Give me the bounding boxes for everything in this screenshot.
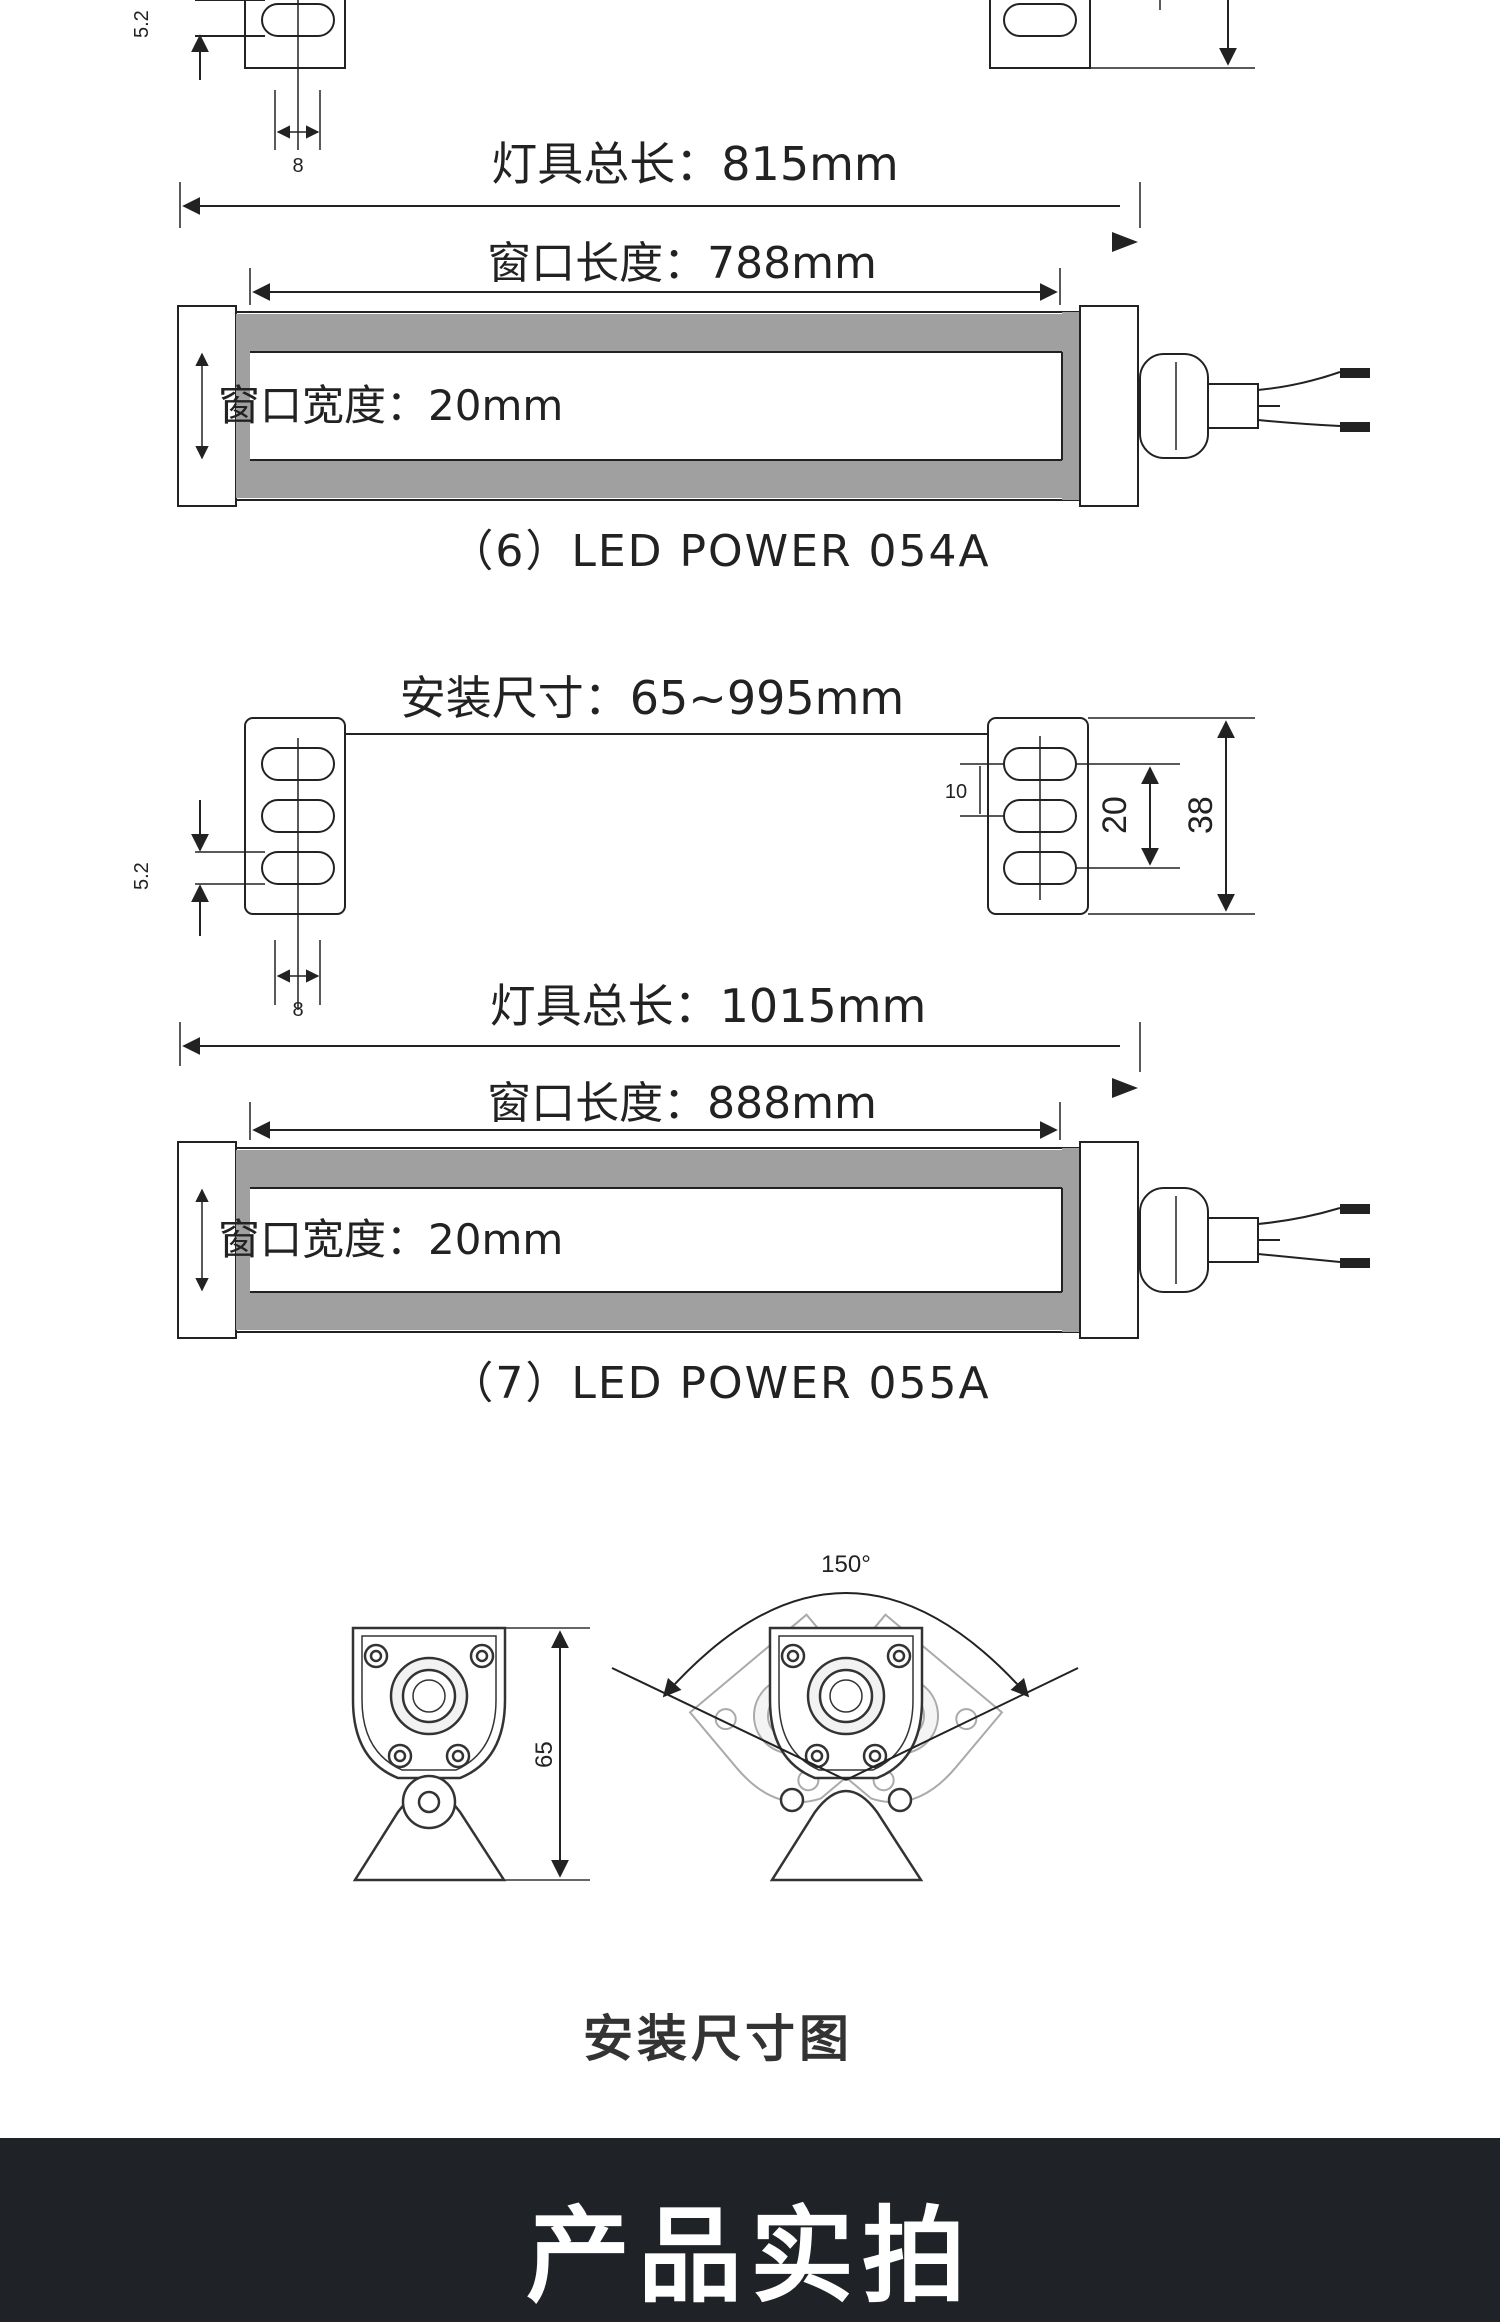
window-band-top [236,314,1062,352]
tube-end-right [1079,305,1139,507]
total-length-label: 灯具总长：1015mm [490,979,927,1033]
window-width-label: 窗口宽度：20mm [218,1215,563,1264]
slot-width-label: 8 [292,155,303,177]
install-size-label: 安装尺寸：65~995mm [400,671,905,725]
cable-gland [1139,1187,1209,1293]
window-length-label: 窗口长度：888mm [487,1078,877,1129]
model-label: （7）LED POWER 055A [449,1358,990,1409]
window-band-bottom [236,460,1062,498]
window-band-top [236,1150,1062,1188]
angle-label: 150° [821,1551,871,1578]
dim-10-label: 10 [945,781,967,803]
model-label: （6）LED POWER 054A [449,526,990,577]
mount-end-view [351,1626,590,1882]
cable-gland [1139,353,1209,459]
dim-20-label: 20 [1096,796,1134,834]
mount-rotation-view [611,1592,1079,1882]
footer-banner: 产品实拍 [0,2138,1500,2322]
height-label: 65 [531,1741,558,1768]
angle-arc [662,1592,1030,1698]
dim-38-label: 38 [1182,796,1220,834]
dim-5-2-label: 5.2 [131,862,153,890]
mount-base [769,1789,924,1882]
dim-5-2-label: 5.2 [131,10,153,38]
slot-width-label: 8 [292,999,303,1021]
tube-end-left [177,305,237,507]
section-7 [177,717,1370,1339]
total-length-label: 灯具总长：815mm [491,137,898,191]
bracket-slot [1003,3,1077,37]
window-length-label: 窗口长度：788mm [487,238,877,289]
left-bracket [244,0,346,69]
window-width-label: 窗口宽度：20mm [218,381,563,430]
cable-wires [1257,1207,1341,1263]
right-bracket [989,0,1091,69]
window-band-bottom [236,1292,1062,1330]
cable-wires [1257,371,1341,427]
section-6 [177,0,1370,507]
dimension-drawing: 5.2 8 灯具总长：815mm 窗口长度：788mm 窗口宽度：20mm （6… [131,0,1370,2068]
left-bracket [244,717,346,915]
mount-caption: 安装尺寸图 [583,2010,853,2068]
footer-title: 产品实拍 [525,2195,974,2317]
tube-end-right [1079,1141,1139,1339]
